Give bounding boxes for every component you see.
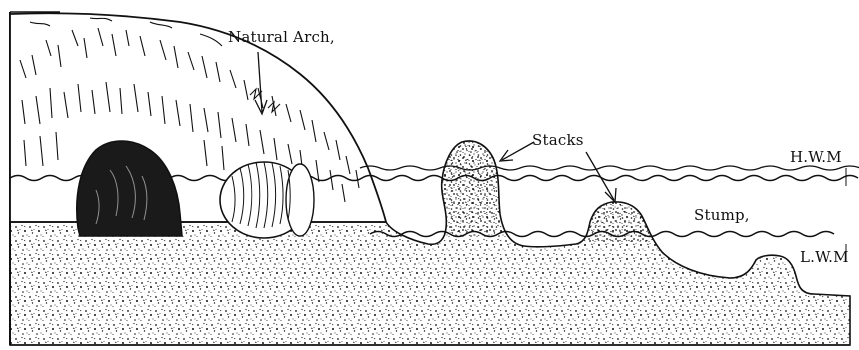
stacks-pointer-arrow — [500, 142, 534, 161]
stacks-label: Stacks — [532, 131, 584, 149]
high-water-mark-label: H.W.M — [790, 148, 842, 166]
sea-line-upper — [360, 166, 859, 170]
low-water-mark-label: L.W.M — [800, 248, 849, 266]
stump-label: Stump, — [694, 206, 750, 224]
natural-arch — [220, 162, 314, 238]
stack-sea-pillar — [442, 141, 501, 236]
natural-arch-label: Natural Arch, — [228, 28, 335, 46]
stump-pointer-arrow — [586, 152, 616, 202]
